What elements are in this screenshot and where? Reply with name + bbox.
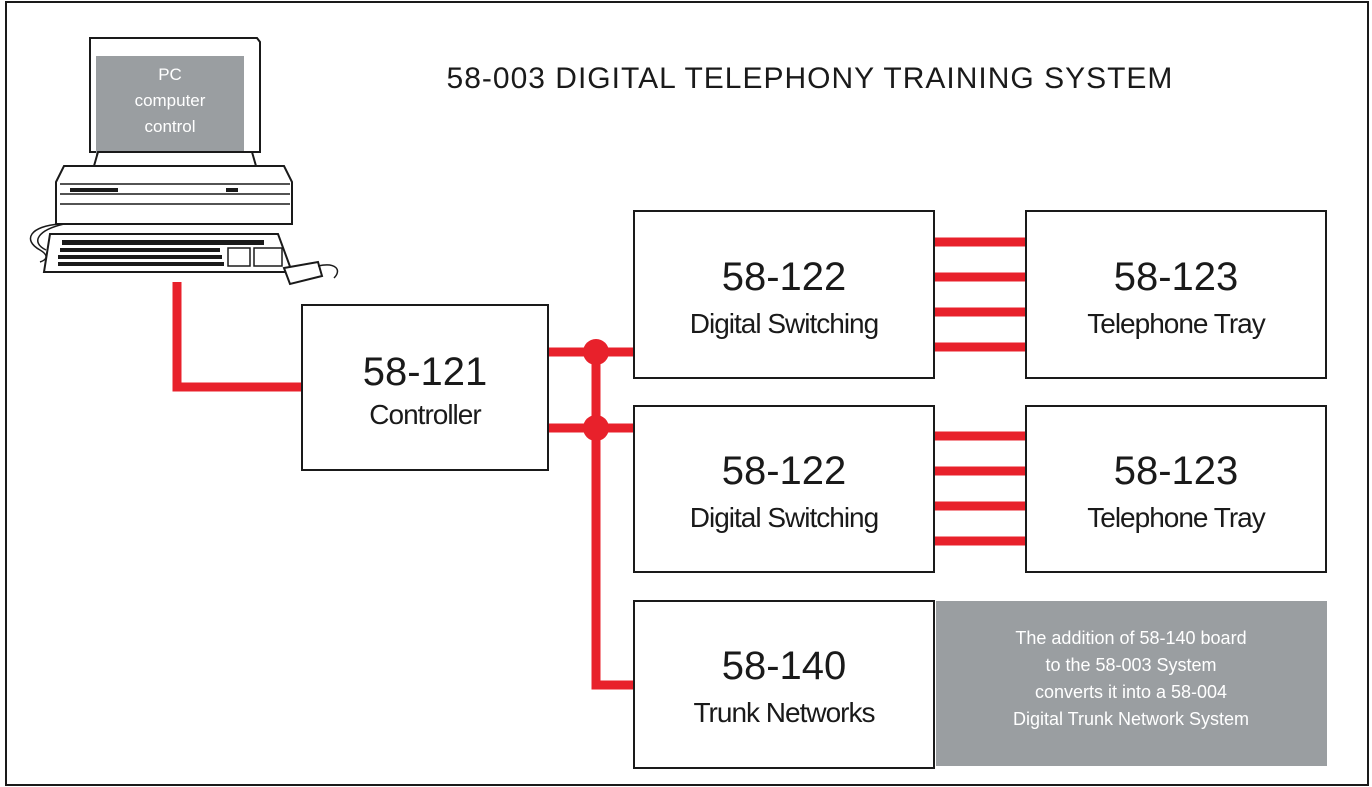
pc-screen-line: computer bbox=[135, 91, 206, 110]
controller-box: 58-121 Controller bbox=[301, 304, 549, 471]
trunk-code: 58-140 bbox=[722, 644, 847, 688]
tray-code: 58-123 bbox=[1114, 255, 1239, 299]
wire-pc-controller bbox=[172, 282, 302, 392]
tray-code: 58-123 bbox=[1114, 449, 1239, 493]
tray-box-2: 58-123 Telephone Tray bbox=[1025, 405, 1327, 573]
switching-code: 58-122 bbox=[722, 449, 847, 493]
tray-box-1: 58-123 Telephone Tray bbox=[1025, 210, 1327, 379]
note-line: The addition of 58-140 board bbox=[1015, 628, 1246, 648]
pc-screen-line: PC bbox=[158, 65, 182, 84]
note-line: to the 58-003 System bbox=[1045, 655, 1216, 675]
switching-box-2: 58-122 Digital Switching bbox=[633, 405, 935, 573]
switching-name: Digital Switching bbox=[690, 502, 878, 533]
wiring bbox=[172, 237, 1026, 690]
note-line: converts it into a 58-004 bbox=[1035, 682, 1227, 702]
junction-dot-2 bbox=[583, 415, 609, 441]
pc-computer-icon: PC computer control bbox=[29, 37, 339, 286]
switching-name: Digital Switching bbox=[690, 308, 878, 339]
trunk-name: Trunk Networks bbox=[693, 697, 874, 728]
note-panel: The addition of 58-140 board to the 58-0… bbox=[936, 601, 1327, 766]
pc-screen-line: control bbox=[144, 117, 195, 136]
pc-screen bbox=[96, 56, 244, 156]
trunk-box: 58-140 Trunk Networks bbox=[633, 600, 935, 769]
tray-name: Telephone Tray bbox=[1087, 308, 1265, 339]
switching-box-1: 58-122 Digital Switching bbox=[633, 210, 935, 379]
junction-dot-1 bbox=[583, 339, 609, 365]
diagram-frame bbox=[5, 1, 1369, 786]
switching-code: 58-122 bbox=[722, 255, 847, 299]
note-line: Digital Trunk Network System bbox=[1013, 709, 1249, 729]
controller-name: Controller bbox=[369, 399, 481, 430]
tray-name: Telephone Tray bbox=[1087, 502, 1265, 533]
diagram-title: 58-003 DIGITAL TELEPHONY TRAINING SYSTEM bbox=[447, 62, 1174, 95]
wire-bus-trunk bbox=[591, 352, 634, 690]
controller-code: 58-121 bbox=[363, 350, 488, 394]
